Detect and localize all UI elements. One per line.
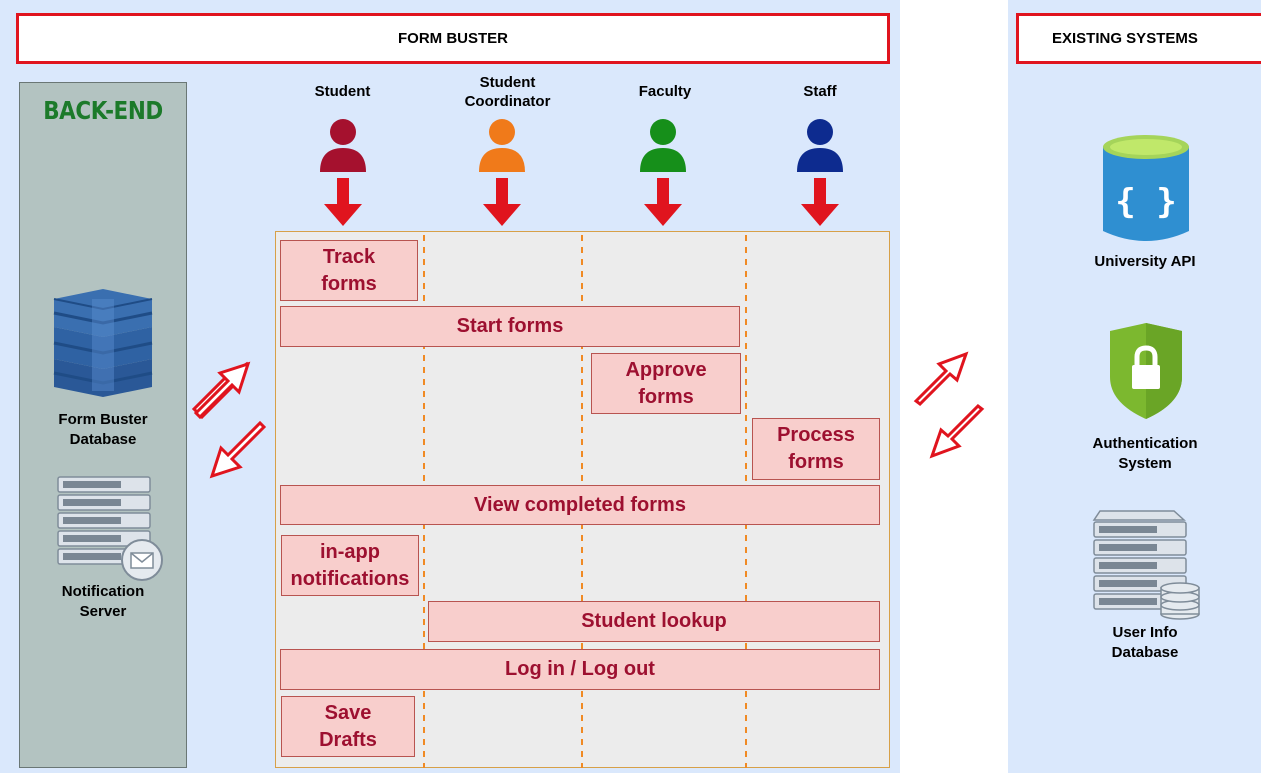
form-buster-title: FORM BUSTER <box>16 13 890 64</box>
user-info-database-label: User Info Database <box>1111 624 1179 661</box>
database-icon <box>53 289 153 397</box>
coordinator-user-icon <box>479 119 525 172</box>
notification-server-label: Notification Server <box>61 583 145 620</box>
faculty-down-arrow-icon <box>644 178 682 226</box>
feature-track-forms: Track forms <box>280 240 418 301</box>
existing-systems-title: EXISTING SYSTEMS <box>1016 13 1261 64</box>
notification-server-icon <box>57 476 163 581</box>
role-label-staff: Staff <box>803 83 837 100</box>
role-label-student-coordinator: Student Coordinator <box>464 74 551 110</box>
feature-in-app-notifications: in-app notifications <box>281 535 419 596</box>
feature-save-drafts: Save Drafts <box>281 696 415 757</box>
student-down-arrow-icon <box>324 178 362 226</box>
role-label-faculty: Faculty <box>638 83 692 100</box>
backend-title: BACK-END <box>43 96 163 125</box>
staff-down-arrow-icon <box>801 178 839 226</box>
university-api-label: University API <box>1094 253 1196 270</box>
integration-arrows-icon <box>913 351 985 459</box>
feature-view-completed-forms: View completed forms <box>280 485 880 525</box>
authentication-lock-icon <box>1110 323 1182 419</box>
feature-process-forms: Process forms <box>752 418 880 480</box>
feature-start-forms: Start forms <box>280 306 740 347</box>
role-label-student: Student <box>314 83 371 100</box>
staff-user-icon <box>797 119 843 172</box>
coordinator-down-arrow-icon <box>483 178 521 226</box>
authentication-system-label: Authentication System <box>1092 435 1198 472</box>
faculty-user-icon <box>640 119 686 172</box>
university-api-icon: { } <box>1103 135 1189 241</box>
database-label: Form Buster Database <box>58 411 148 448</box>
backend-column <box>19 82 187 768</box>
feature-student-lookup: Student lookup <box>428 601 880 642</box>
svg-text:{ }: { } <box>1115 182 1176 222</box>
feature-log-in-out: Log in / Log out <box>280 649 880 690</box>
user-info-database-icon <box>1092 510 1200 620</box>
sync-arrows-icon <box>191 361 267 479</box>
student-user-icon <box>320 119 366 172</box>
feature-approve-forms: Approve forms <box>591 353 741 414</box>
